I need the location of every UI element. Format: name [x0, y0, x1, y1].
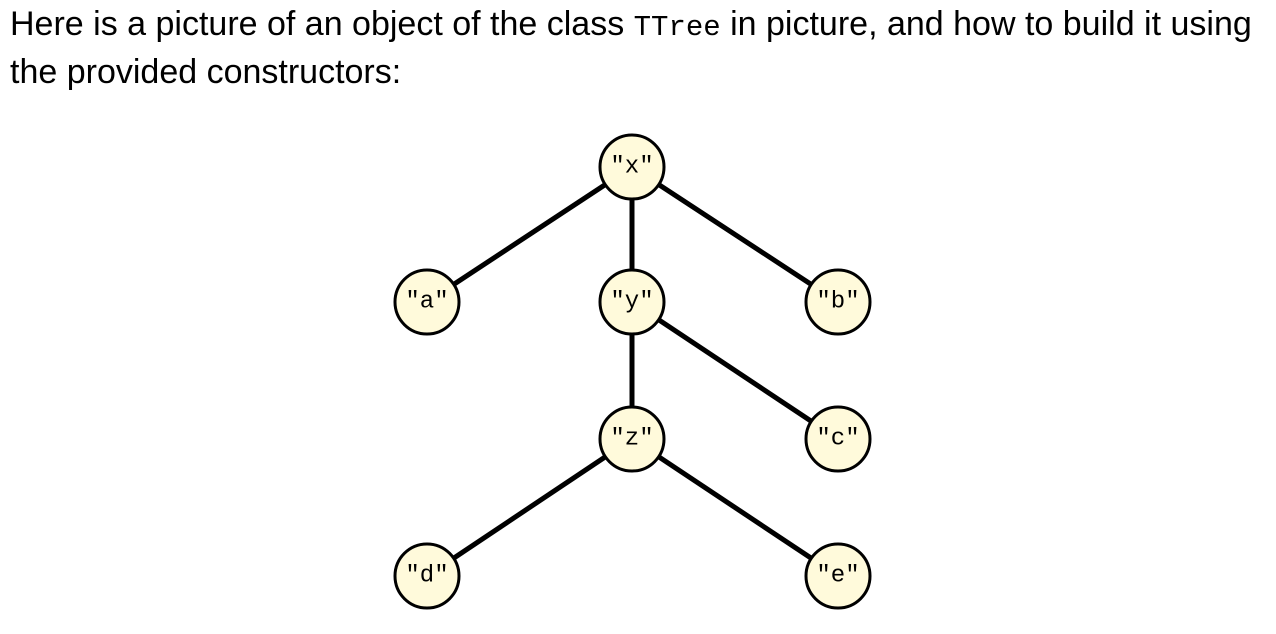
node-circle-e [804, 542, 872, 610]
tree-node-z: "z" [598, 405, 666, 473]
intro-paragraph: Here is a picture of an object of the cl… [10, 2, 1272, 95]
edge-z-d [425, 436, 634, 579]
node-label-a: "a" [405, 289, 448, 316]
node-circle-x [598, 133, 666, 201]
node-label-b: "b" [816, 289, 859, 316]
class-name-code: TTree [633, 11, 721, 44]
node-label-d: "d" [405, 563, 448, 590]
tree-node-y: "y" [598, 268, 666, 336]
node-label-e: "e" [816, 563, 859, 590]
tree-node-x: "x" [598, 133, 666, 201]
tree-edges [425, 164, 840, 579]
tree-node-e: "e" [804, 542, 872, 610]
node-circle-c [804, 405, 872, 473]
intro-text-start: Here is a picture of an object of the cl… [10, 5, 634, 43]
edge-x-a [425, 164, 634, 305]
tree-node-d: "d" [393, 542, 461, 610]
node-circle-d [393, 542, 461, 610]
edge-x-b [630, 164, 840, 305]
tree-node-b: "b" [804, 268, 872, 336]
node-circle-z [598, 405, 666, 473]
edge-z-e [630, 436, 840, 579]
node-circle-y [598, 268, 666, 336]
node-label-y: "y" [610, 289, 653, 316]
intro-text-end: in picture, and how to build it using th… [10, 5, 1252, 91]
edge-y-c [630, 299, 840, 442]
node-label-c: "c" [816, 426, 859, 453]
tree-nodes: "x" "a" "y" "b" "z" "c" "d" "e" [393, 133, 872, 610]
tree-node-c: "c" [804, 405, 872, 473]
tree-node-a: "a" [393, 268, 461, 336]
node-label-x: "x" [610, 154, 653, 181]
node-circle-b [804, 268, 872, 336]
node-label-z: "z" [610, 426, 653, 453]
node-circle-a [393, 268, 461, 336]
